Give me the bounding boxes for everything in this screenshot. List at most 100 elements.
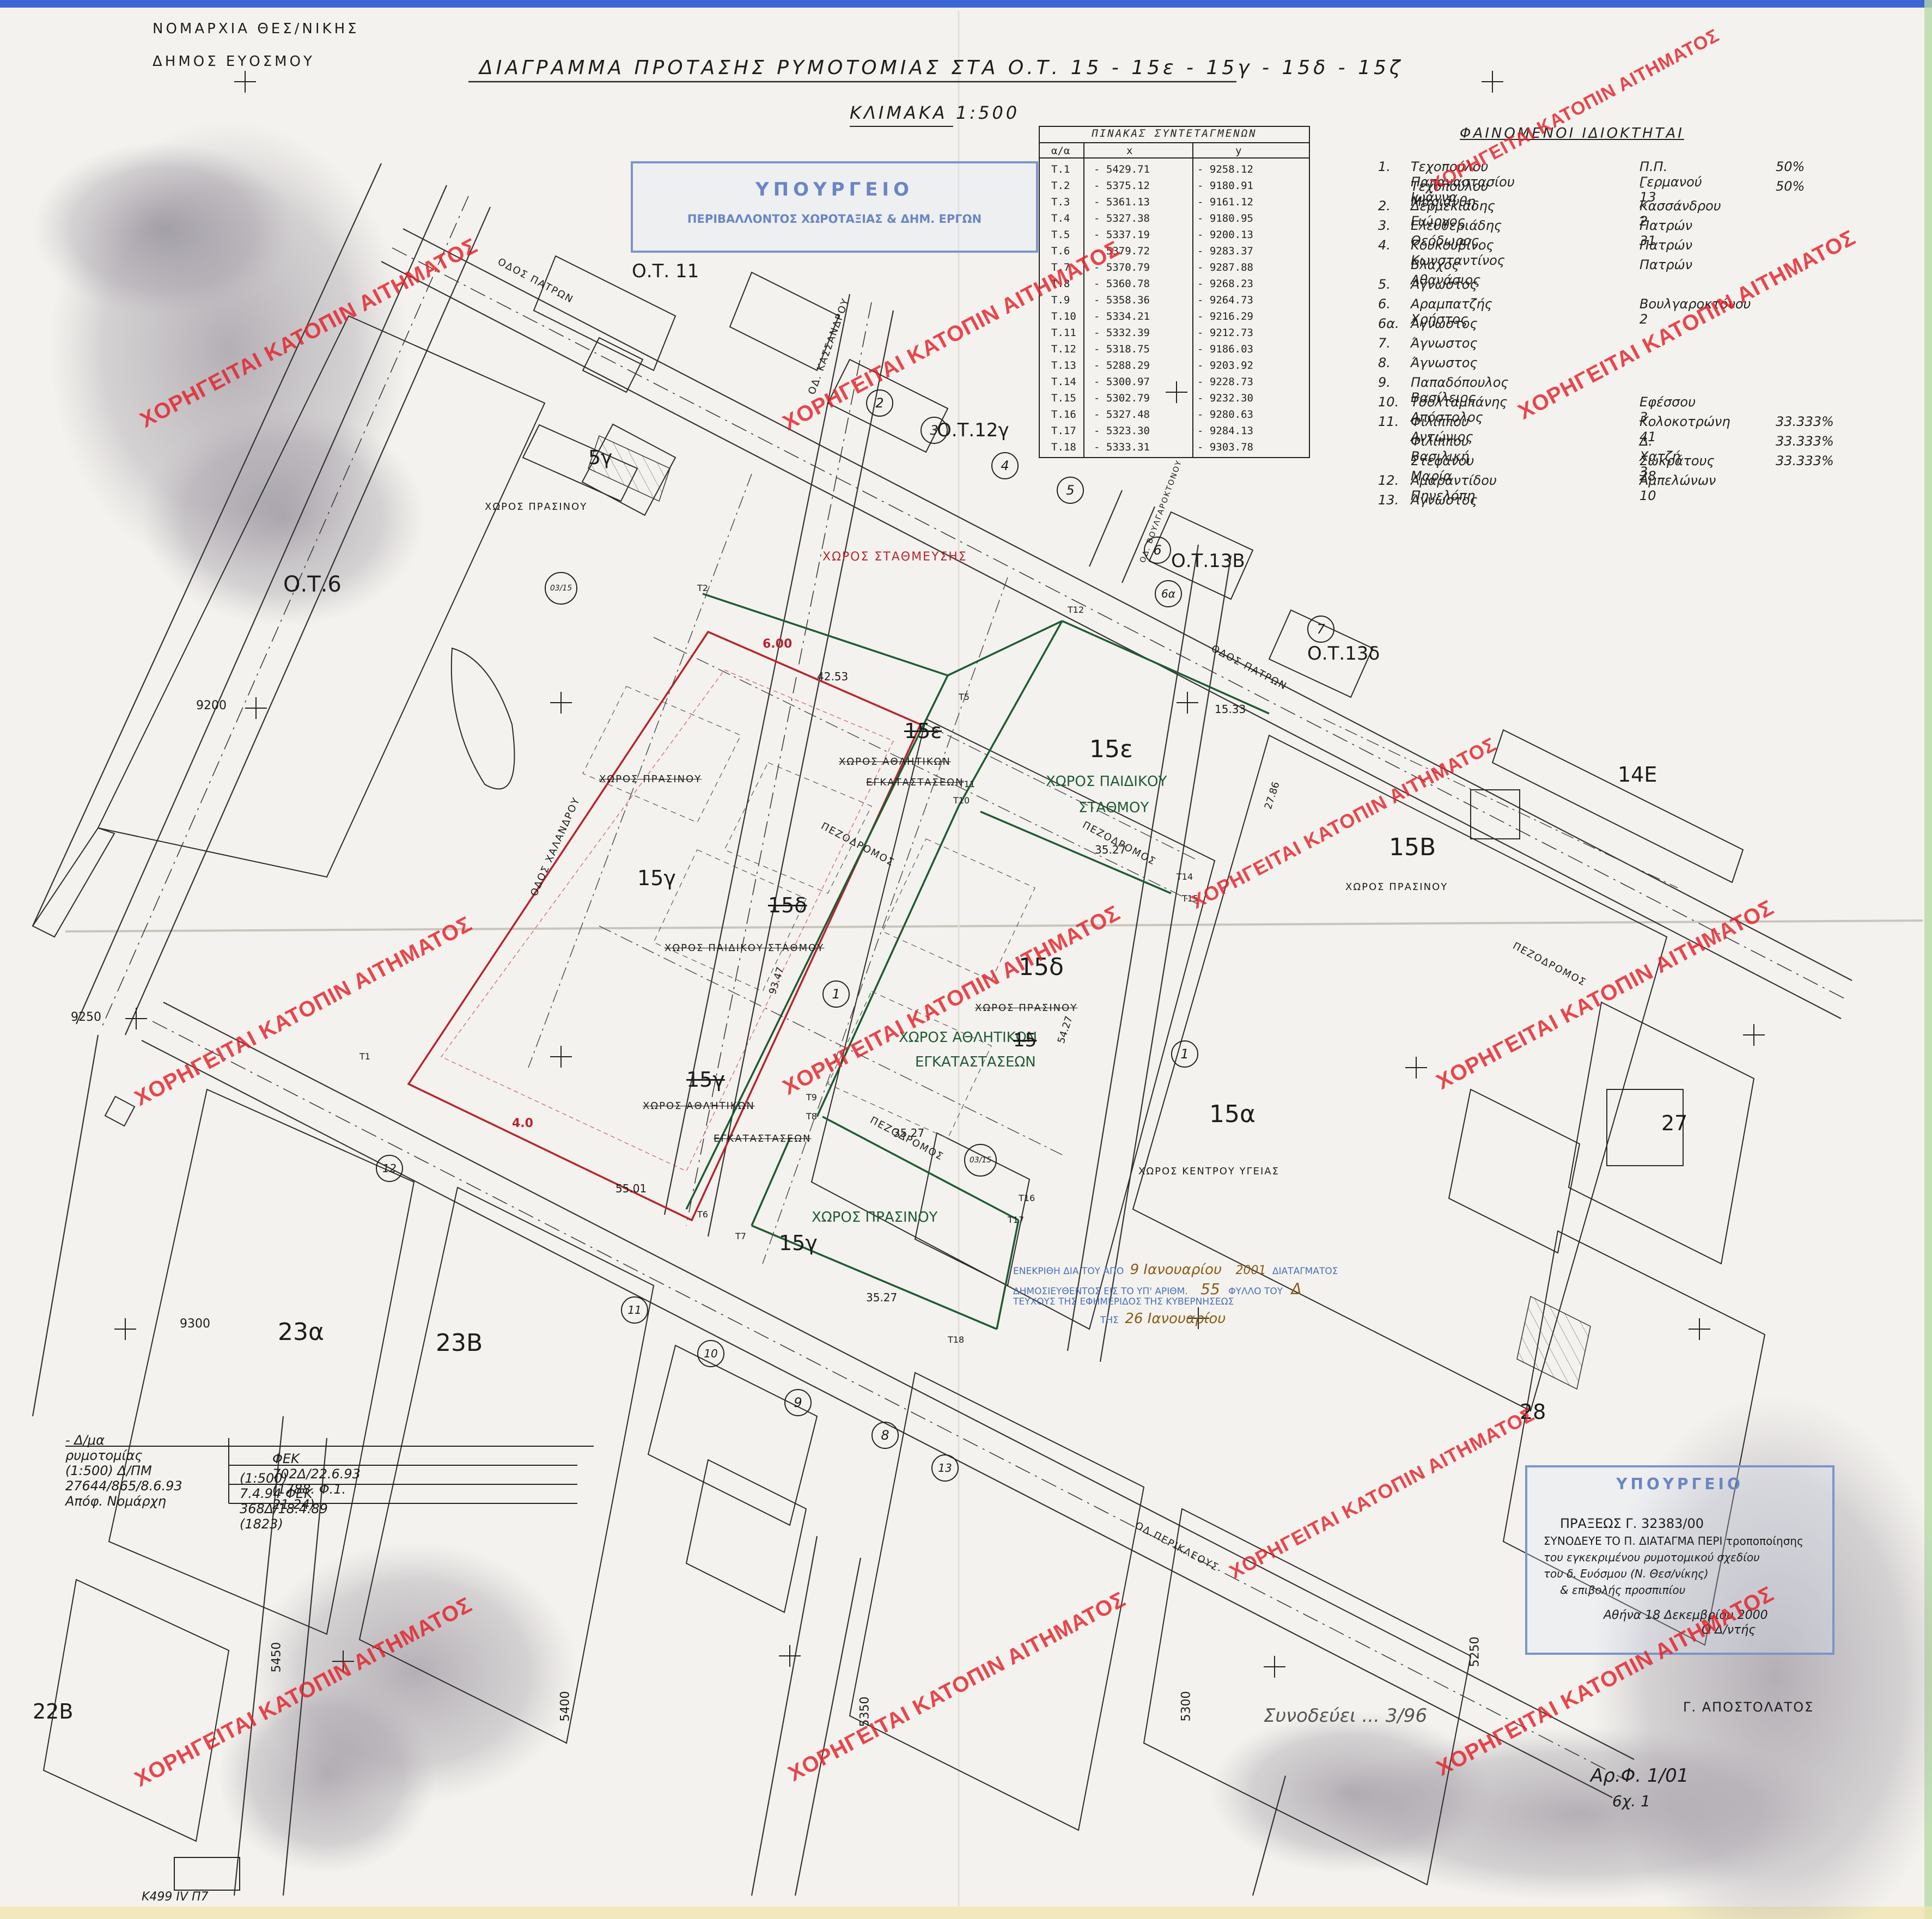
- dimension-6: 15.33: [1215, 703, 1246, 716]
- sports-label-1: ΧΩΡΟΣ ΑΘΛΗΤΙΚΩΝ: [899, 1029, 1038, 1046]
- prefecture-label: ΝΟΜΑΡΧΙΑ ΘΕΣ/ΝΙΚΗΣ: [153, 21, 359, 37]
- owner-marker-8: 8: [871, 1422, 899, 1449]
- coordinates-table: ΠΙΝΑΚΑΣ ΣΥΝΤΕΤΑΓΜΕΝΩΝ α/α x y Τ.1- 5429.…: [1039, 125, 1309, 458]
- owner-index: 7.: [1378, 336, 1391, 351]
- approval-line1: ΕΝΕΚΡΙΘΗ ΔΙΑ ΤΟΥ ΑΠΟ: [1013, 1266, 1124, 1277]
- owner-share: 50%: [1776, 159, 1805, 174]
- x-value: - 5323.30: [1094, 425, 1150, 437]
- point-t8: Τ8: [806, 1111, 817, 1122]
- owner-marker-1b: 1: [1171, 1040, 1198, 1068]
- old-block-15: 15: [1013, 1029, 1037, 1051]
- block-label-15e: 15ε: [1089, 735, 1133, 763]
- dimension-8: 4.0: [512, 1117, 533, 1130]
- old-green-label: ΧΩΡΟΣ ΠΡΑΣΙΝΟΥ: [599, 773, 702, 785]
- point-t9: Τ9: [806, 1092, 817, 1102]
- approval-line3: ΤΕΥΧΟΥΣ ΤΗΣ ΕΦΗΜΕΡΙΔΟΣ ΤΗΣ ΚΥΒΕΡΝΗΣΕΩΣ: [1013, 1296, 1234, 1307]
- green-space-label-1: ΧΩΡΟΣ ΠΡΑΣΙΝΟΥ: [485, 501, 588, 513]
- owner-name: Άγνωστος: [1411, 492, 1478, 508]
- old-block-15g: 15γ: [686, 1068, 725, 1092]
- legal-note-3: (1:500) 7.4.94 ΦΕΚ 368Δ/18.4.89 (1823): [240, 1471, 328, 1532]
- dimension-3: 35.27: [893, 1126, 925, 1140]
- municipality-label: ΔΗΜΟΣ ΕΥΟΣΜΟΥ: [153, 53, 315, 70]
- owner-index: 11.: [1378, 414, 1399, 429]
- block-label-ot13b: Ο.Τ.13Β: [1171, 550, 1245, 572]
- owner-marker-7: 7: [1307, 616, 1334, 643]
- owner-name: Αμαραντίδου Πηνελόπη: [1411, 473, 1497, 503]
- grid-9300: 9300: [180, 1317, 210, 1331]
- grid-5400: 5400: [558, 1691, 572, 1722]
- dimension-5: 55.01: [615, 1182, 647, 1195]
- old-block-15d: 15δ: [768, 893, 807, 917]
- block-label-15a: 15α: [1209, 1100, 1256, 1128]
- x-value: - 5327.38: [1094, 212, 1150, 224]
- grid-9250: 9250: [71, 1010, 101, 1024]
- y-value: - 9216.29: [1197, 310, 1253, 322]
- approval-note: ΕΝΕΚΡΙΘΗ ΔΙΑ ΤΟΥ ΑΠΟ 9 Ιανουαρίου 2001 Δ…: [1013, 1258, 1416, 1329]
- owner-address: Εφέσσου 3: [1640, 394, 1696, 425]
- owner-name: Παπαδόπουλος Βασίλειος: [1411, 375, 1509, 405]
- stamp-bottom-line4: του εγκεκριμένου ρυμοτομικού σχεδίου: [1544, 1551, 1760, 1564]
- x-value: - 5300.97: [1094, 376, 1150, 388]
- owner-index: 10.: [1378, 394, 1399, 410]
- y-value: - 9303.78: [1197, 441, 1253, 453]
- approval-date1: 9 Ιανουαρίου: [1130, 1262, 1222, 1278]
- y-value: - 9228.73: [1197, 376, 1253, 388]
- block-label-23b: 23Β: [436, 1329, 483, 1357]
- stamp-bottom-line6: & επιβολής προσπιπίου: [1560, 1583, 1686, 1597]
- block-label-15b: 15Β: [1389, 833, 1436, 861]
- kindergarten-label-1: ΧΩΡΟΣ ΠΑΙΔΙΚΟΥ: [1046, 773, 1167, 790]
- block-label-5g: 5γ: [588, 447, 613, 469]
- point-t7: Τ7: [735, 1231, 746, 1241]
- block-label-15g: 15γ: [779, 1231, 818, 1255]
- owner-marker-2: 2: [866, 389, 893, 417]
- owner-marker-4: 4: [991, 452, 1019, 479]
- owner-address: Αμπελώνων 10: [1640, 473, 1716, 503]
- owner-address: Πατρών 31: [1640, 218, 1693, 248]
- dimension-4: 35.27: [866, 1291, 898, 1304]
- dimension-2: 35.27: [1095, 843, 1126, 856]
- owner-index: 12.: [1378, 473, 1399, 488]
- point-t10: Τ10: [953, 795, 970, 806]
- y-value: - 9264.73: [1197, 294, 1253, 306]
- green-space-label-2: ΧΩΡΟΣ ΠΡΑΣΙΝΟΥ: [1345, 881, 1448, 893]
- proposed-red-block: [407, 630, 922, 1222]
- stamp-bottom-line3: ΣΥΝΟΔΕΥΕ ΤΟ Π. ΔΙΑΤΑΓΜΑ ΠΕΡΙ τροποποίηση…: [1544, 1534, 1803, 1548]
- point-id: Τ.14: [1051, 376, 1076, 388]
- grid-5450: 5450: [270, 1642, 284, 1673]
- bottom-border: [0, 1906, 1932, 1919]
- owner-index: 9.: [1378, 375, 1391, 390]
- owner-name: Κουκουβίνος Κωνσταντίνος: [1411, 237, 1505, 268]
- owner-address: - ,, -: [1640, 179, 1648, 224]
- owner-name: Δερμεκιάδης Γιώργος: [1411, 198, 1495, 229]
- stamp-bottom-line5: του δ. Ευόσμου (Ν. Θεσ/νίκης): [1544, 1567, 1709, 1580]
- block-label-23a: 23α: [278, 1318, 324, 1346]
- block-label-15d: 15δ: [1019, 953, 1064, 981]
- legal-note-1: - Δ/μα ρυμοτομίας (1:500) Δ/ΠΜ 27644/865…: [65, 1433, 182, 1509]
- point-t12: Τ12: [1068, 605, 1084, 615]
- x-value: - 5327.48: [1094, 409, 1150, 421]
- stamp-bottom-line8: Ο Δ/ντής: [1702, 1623, 1756, 1637]
- point-t17: Τ17: [1008, 1215, 1025, 1225]
- approval-series: Δ: [1291, 1280, 1302, 1298]
- approval-line1b: ΔΙΑΤΑΓΜΑΤΟΣ: [1272, 1266, 1338, 1277]
- owner-index: 8.: [1378, 355, 1391, 370]
- owner-index: 3.: [1378, 218, 1391, 233]
- owner-marker-1a: 1: [822, 980, 850, 1008]
- owner-name: Βλάχος Αθανάσιος: [1411, 257, 1481, 288]
- owners-list: ΦΑΙΝΟΜΕΝΟΙ ΙΔΙΟΚΤΗΤΑΙ 1.Τεχοπούλου Παπαν…: [1378, 125, 1868, 594]
- owner-share: 50%: [1776, 179, 1805, 194]
- ministry-stamp-top: ΥΠΟΥΡΓΕΙΟ ΠΕΡΙΒΑΛΛΟΝΤΟΣ ΧΩΡΟΤΑΞΙΑΣ & ΔΗΜ…: [631, 161, 1038, 253]
- col-x: x: [1126, 145, 1133, 157]
- owner-address: Πατρών: [1640, 257, 1693, 272]
- x-value: - 5318.75: [1094, 343, 1150, 355]
- y-value: - 9212.73: [1197, 327, 1253, 339]
- point-id: Τ.6: [1051, 245, 1070, 257]
- ministry-stamp-bottom: ΥΠΟΥΡΓΕΙΟ ΠΡΑΞΕΩΣ Γ. 32383/00 ΣΥΝΟΔΕΥΕ Τ…: [1525, 1465, 1835, 1655]
- point-id: Τ.1: [1051, 163, 1070, 175]
- y-value: - 9287.88: [1197, 261, 1253, 273]
- point-id: Τ.13: [1051, 360, 1076, 371]
- owner-name: Φιλίππου Βασιλική: [1411, 434, 1470, 464]
- y-value: - 9232.30: [1197, 392, 1253, 404]
- x-value: - 5375.12: [1094, 180, 1150, 192]
